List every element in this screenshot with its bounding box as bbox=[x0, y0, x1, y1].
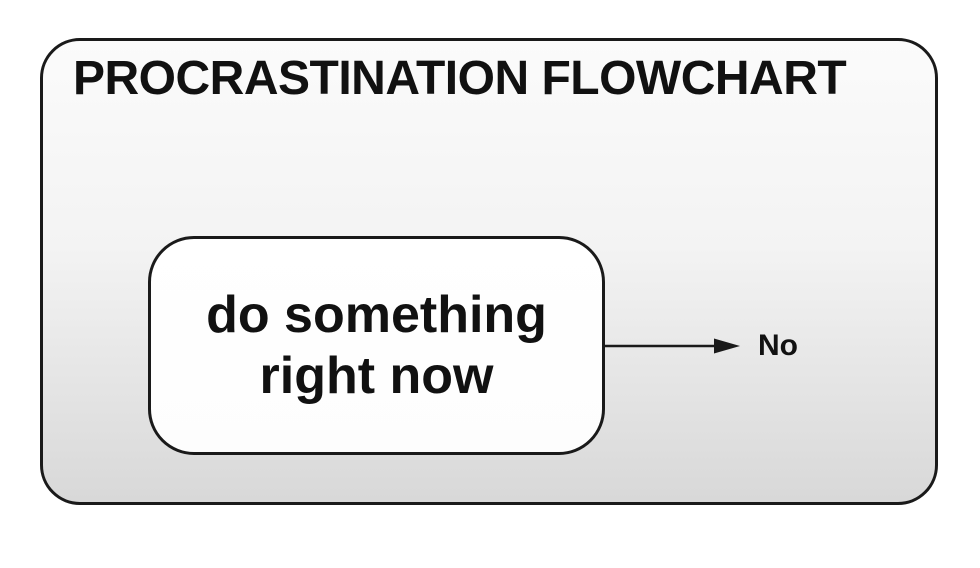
arrowhead-icon bbox=[714, 338, 740, 354]
flowchart-title: PROCRASTINATION FLOWCHART bbox=[73, 52, 847, 105]
flow-arrow bbox=[603, 338, 740, 354]
edge-label-no: No bbox=[758, 329, 798, 362]
flowchart-frame: PROCRASTINATION FLOWCHART do something r… bbox=[40, 38, 938, 505]
node-label-line-1: do something bbox=[206, 286, 547, 345]
node-label-line-2: right now bbox=[259, 346, 494, 405]
flowchart-node-do-something: do something right now bbox=[148, 236, 605, 455]
